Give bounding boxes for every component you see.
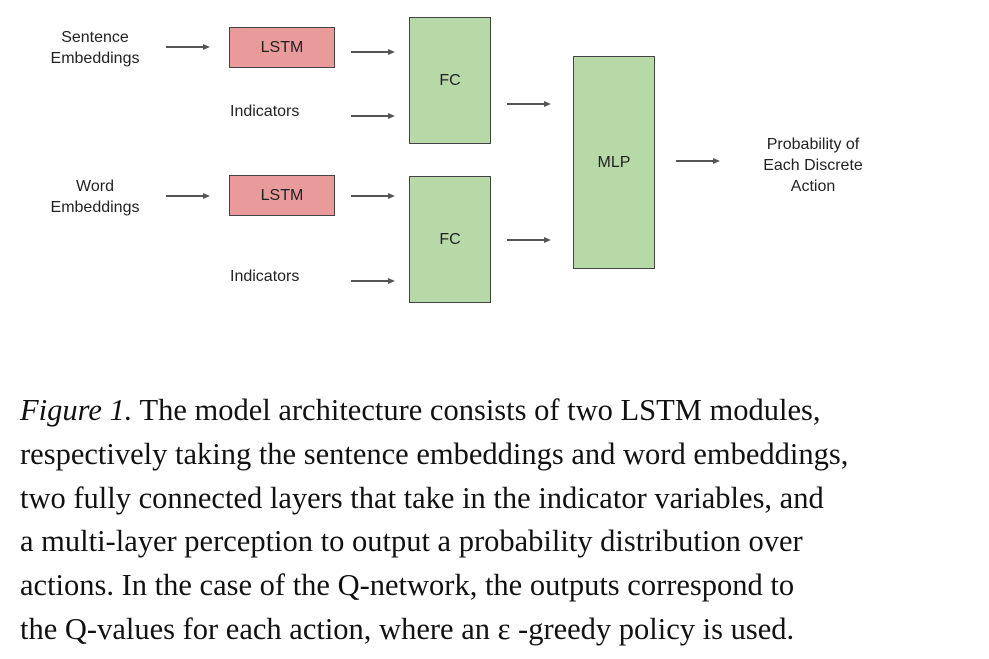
arrow-fc-top-to-mlp (507, 99, 551, 109)
output-line-2: Each Discrete (763, 157, 863, 174)
arrow-sentence-to-lstm (166, 42, 210, 52)
caption-line-4: a multi-layer perception to output a pro… (20, 524, 803, 559)
word-embeddings-label: Word Embeddings (40, 176, 150, 218)
mlp-box-label: MLP (597, 153, 631, 171)
arrow-lstm-to-fc-bottom (351, 191, 395, 201)
output-probability-label: Probability of Each Discrete Action (748, 134, 878, 197)
arrow-indicators-to-fc-bottom (351, 276, 395, 286)
indicators-label-bottom: Indicators (230, 268, 300, 285)
fc-box-bottom: FC (409, 176, 491, 303)
indicators-label-top: Indicators (230, 103, 300, 120)
sentence-embeddings-line-1: Sentence (61, 29, 129, 46)
output-line-3: Action (790, 178, 836, 195)
arrow-word-to-lstm (166, 191, 210, 201)
figure-label: Figure 1. (20, 393, 133, 427)
lstm-box-word: LSTM (229, 175, 335, 216)
fc-box-top: FC (409, 17, 491, 144)
caption-line-5: actions. In the case of the Q-network, t… (20, 568, 795, 603)
lstm-box-sentence-label: LSTM (260, 38, 304, 56)
fc-box-bottom-label: FC (439, 230, 461, 248)
sentence-embeddings-label: Sentence Embeddings (40, 27, 150, 69)
lstm-box-sentence: LSTM (229, 27, 335, 68)
caption-line-2: respectively taking the sentence embeddi… (20, 436, 849, 471)
caption-line-1: Figure 1. The model architecture consist… (20, 389, 970, 433)
caption-line-3: two fully connected layers that take in … (20, 480, 824, 515)
arrow-mlp-to-output (676, 156, 720, 166)
arrow-fc-bottom-to-mlp (507, 235, 551, 245)
output-line-1: Probability of (766, 136, 860, 153)
figure-caption: Figure 1. The model architecture consist… (20, 389, 970, 652)
caption-line-1-text: The model architecture consists of two L… (132, 393, 821, 427)
word-embeddings-line-1: Word (76, 178, 114, 195)
arrow-indicators-to-fc-top (351, 111, 395, 121)
mlp-box: MLP (573, 56, 655, 269)
sentence-embeddings-line-2: Embeddings (50, 50, 140, 67)
fc-box-top-label: FC (439, 71, 461, 89)
lstm-box-word-label: LSTM (260, 186, 304, 204)
word-embeddings-line-2: Embeddings (50, 199, 140, 216)
arrow-lstm-to-fc-top (351, 47, 395, 57)
caption-line-6: the Q-values for each action, where an ε… (20, 611, 795, 646)
